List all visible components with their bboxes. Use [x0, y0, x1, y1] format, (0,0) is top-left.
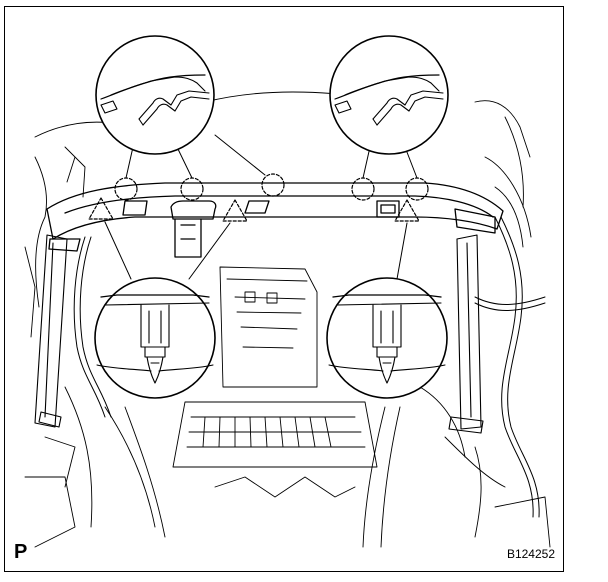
wire-harness-right: [474, 216, 546, 518]
claw-marker-2: [222, 199, 248, 222]
diagram-frame: P B124252: [4, 6, 564, 572]
assembly-illustration: [24, 35, 551, 548]
trim-opening-3: [244, 200, 270, 214]
background-structure: [24, 91, 551, 548]
claw-detail-left: [94, 277, 216, 399]
clip-detail-right: [329, 35, 449, 155]
leader-lines: [104, 134, 418, 280]
claw-markers: [88, 197, 420, 222]
right-pillar: [448, 234, 484, 434]
clip-marker-1: [114, 177, 138, 201]
trim-opening-4: [376, 200, 400, 218]
claw-marker-3: [394, 199, 420, 222]
corner-label: P: [14, 541, 28, 563]
clip-detail-left: [95, 35, 215, 155]
figure-id: B124252: [506, 547, 555, 561]
package-tray-trim: [46, 182, 504, 258]
trim-opening-1: [122, 200, 148, 216]
clip-marker-2: [180, 177, 204, 201]
trim-opening-2: [170, 200, 217, 220]
claw-marker-1: [88, 197, 114, 220]
seatbelt-guide: [174, 218, 202, 258]
clip-marker-4: [351, 177, 375, 201]
wire-harness-left: [73, 236, 112, 418]
clip-marker-3: [261, 173, 285, 197]
left-pillar: [34, 234, 68, 428]
claw-detail-right: [326, 277, 448, 399]
